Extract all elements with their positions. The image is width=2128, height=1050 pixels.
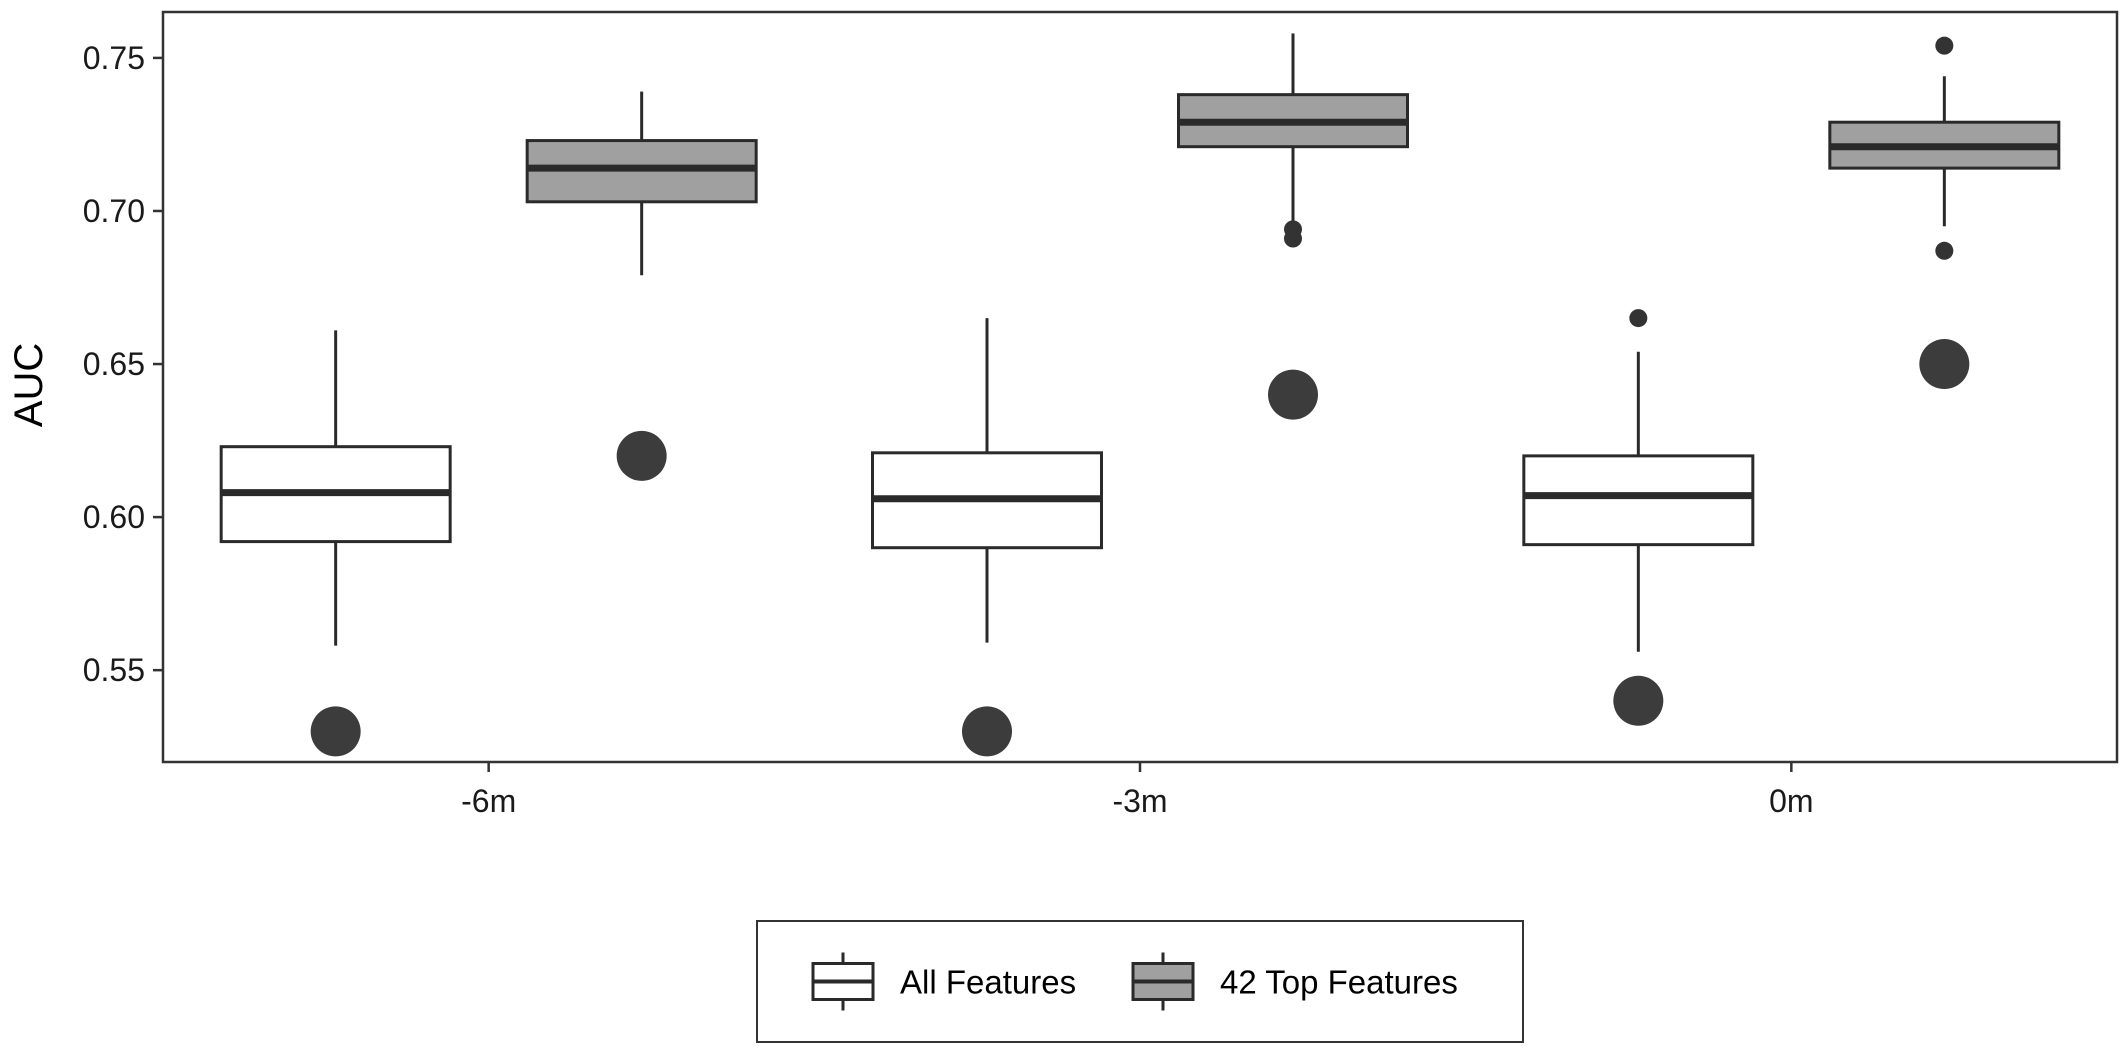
legend-key-42-top-features <box>1131 952 1195 1011</box>
box-42-top-features <box>1177 33 1409 420</box>
box-iqr <box>1522 454 1755 547</box>
reference-point <box>962 706 1012 757</box>
box-42-top-features <box>1828 36 2061 390</box>
y-tick-label: 0.70 <box>83 193 145 229</box>
y-axis-title: AUC <box>7 343 51 427</box>
plot-area: 0.55 0.60 0.65 0.70 0.75 -6m -3m 0m <box>83 10 2119 819</box>
reference-point <box>1268 369 1318 420</box>
box-all-features <box>1522 309 1755 726</box>
legend-label: 42 Top Features <box>1220 964 1458 1001</box>
x-tick-label: -3m <box>1112 783 1167 819</box>
reference-point <box>616 430 667 481</box>
legend-label: All Features <box>900 964 1076 1001</box>
box-42-top-features <box>525 91 758 481</box>
x-tick-label: 0m <box>1769 783 1813 819</box>
outlier-point <box>1629 309 1648 328</box>
y-tick-label: 0.55 <box>83 652 145 688</box>
box-all-features <box>219 330 452 757</box>
outlier-point <box>1935 241 1954 260</box>
legend: All Features 42 Top Features <box>756 920 1524 1043</box>
box-all-features <box>871 318 1103 757</box>
legend-key-all-features <box>811 952 875 1011</box>
outlier-point <box>1935 36 1954 55</box>
outlier-point <box>1284 229 1302 248</box>
reference-point <box>1919 339 1970 390</box>
y-tick-label: 0.75 <box>83 40 145 76</box>
y-tick-label: 0.65 <box>83 346 145 382</box>
x-tick-label: -6m <box>461 783 516 819</box>
y-tick-label: 0.60 <box>83 499 145 535</box>
reference-point <box>1613 675 1664 726</box>
reference-point <box>310 706 361 757</box>
plot-panel-frame <box>161 10 2119 764</box>
